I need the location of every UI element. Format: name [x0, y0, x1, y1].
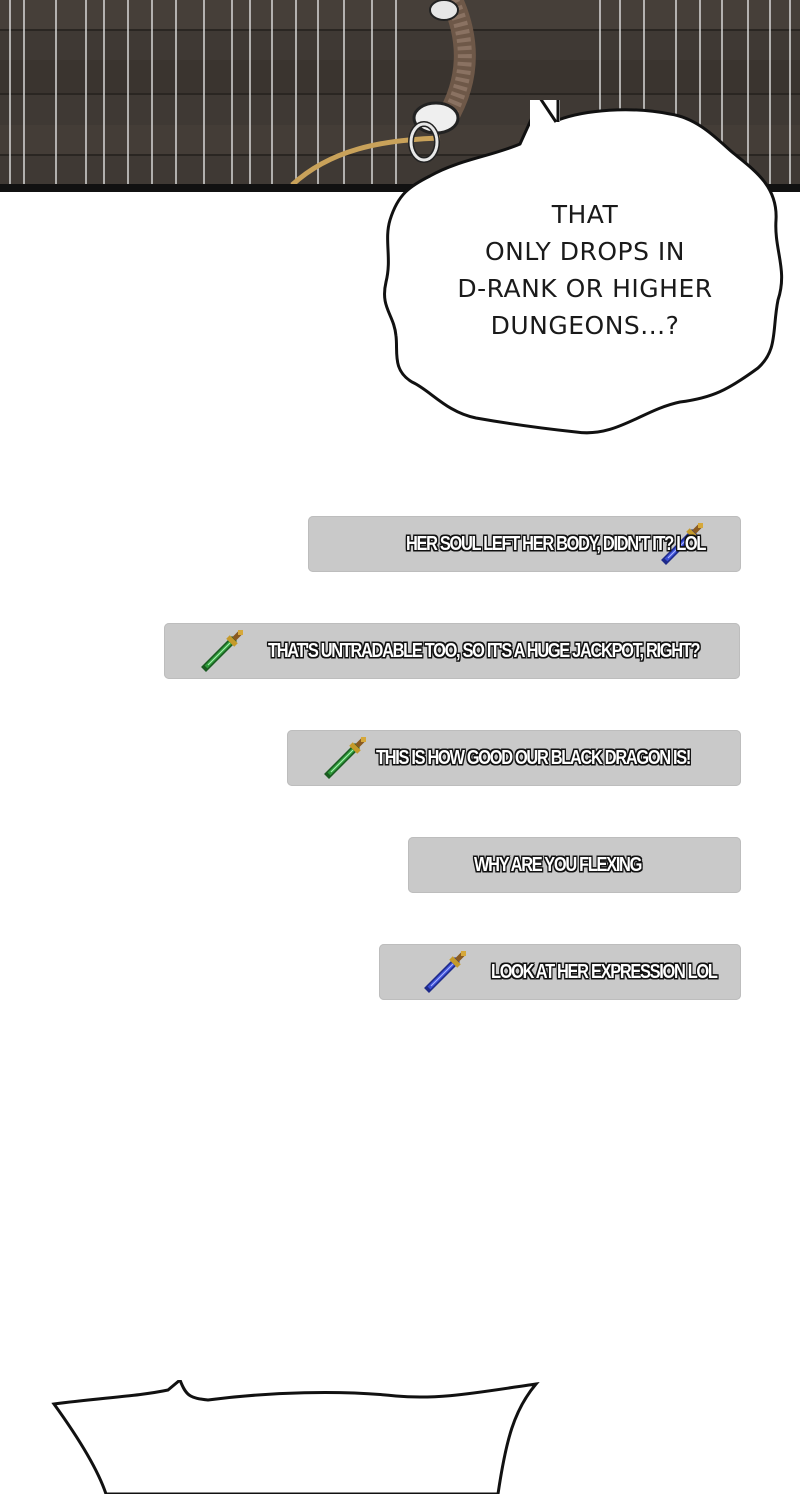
blue-sword-icon [661, 523, 703, 565]
speech-bubble [380, 100, 790, 440]
speech-line: ONLY DROPS IN [485, 237, 685, 266]
chat-message-text: THIS IS HOW GOOD OUR BLACK DRAGON IS! [376, 747, 691, 769]
chat-message: THIS IS HOW GOOD OUR BLACK DRAGON IS! [287, 730, 741, 786]
chat-message: LOOK AT HER EXPRESSION LOL [379, 944, 741, 1000]
panel-artwork [0, 0, 800, 192]
comic-panel-top [0, 0, 800, 192]
speech-line: THAT [551, 200, 619, 229]
chat-message: WHY ARE YOU FLEXING [408, 837, 741, 893]
chat-message: HER SOUL LEFT HER BODY, DIDN'T IT? LOL [308, 516, 741, 572]
speech-line: D-RANK OR HIGHER [457, 274, 713, 303]
chat-message-text: WHY ARE YOU FLEXING [474, 854, 642, 876]
bottom-speech-bubble [51, 1380, 540, 1494]
blue-sword-icon [424, 951, 466, 993]
chat-message: THAT'S UNTRADABLE TOO, SO IT'S A HUGE JA… [164, 623, 740, 679]
chat-message-text: THAT'S UNTRADABLE TOO, SO IT'S A HUGE JA… [268, 640, 701, 662]
chat-message-text: HER SOUL LEFT HER BODY, DIDN'T IT? LOL [406, 533, 706, 555]
chat-message-text: LOOK AT HER EXPRESSION LOL [491, 961, 718, 983]
green-sword-icon [324, 737, 366, 779]
speech-line: DUNGEONS...? [490, 311, 680, 340]
green-sword-icon [201, 630, 243, 672]
speech-bubble-text: THAT ONLY DROPS IN D-RANK OR HIGHER DUNG… [450, 196, 720, 344]
